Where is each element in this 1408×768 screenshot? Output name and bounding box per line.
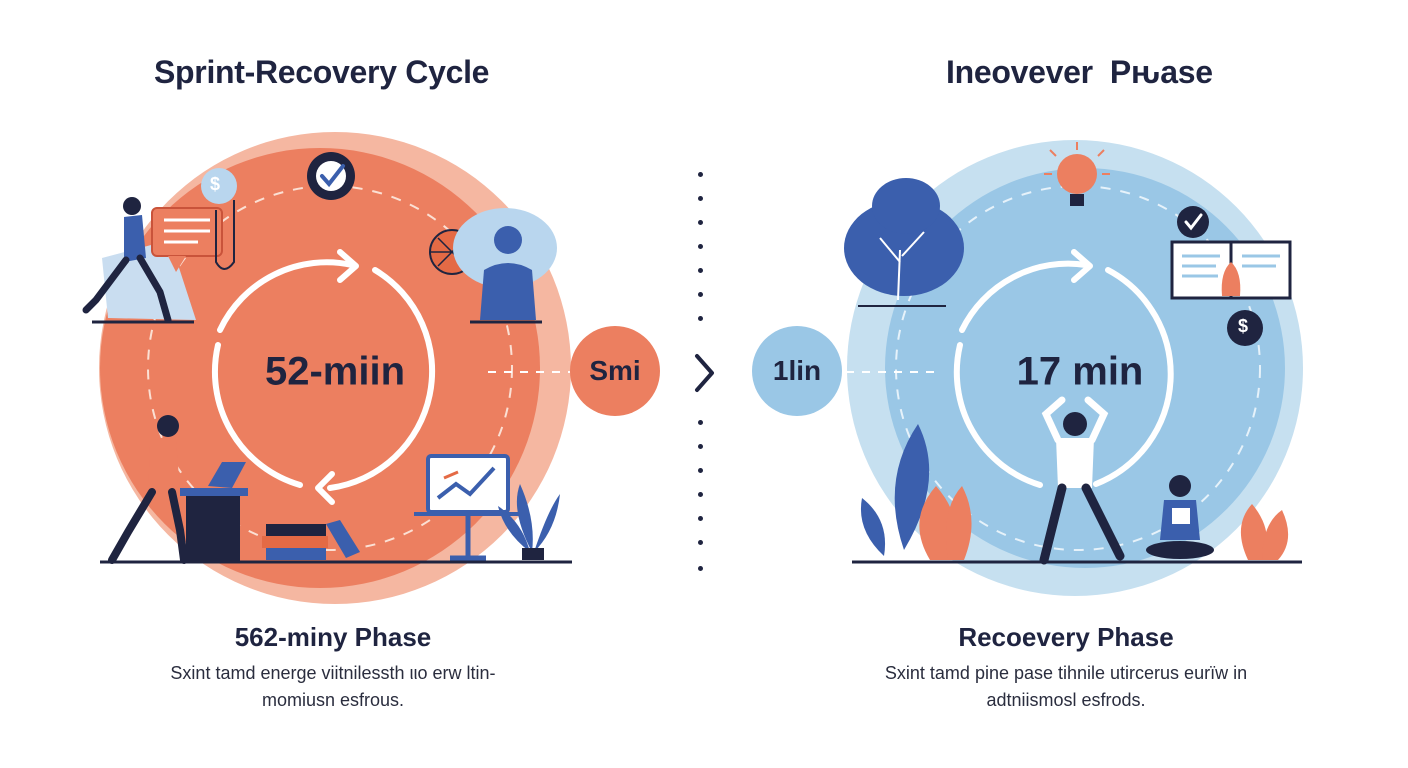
left-bubble-label: Smi bbox=[589, 355, 641, 386]
divider-dot bbox=[698, 292, 703, 297]
divider-dot bbox=[698, 566, 703, 571]
right-phase-description: Sxint tamd pine pase tihnile utircerus e… bbox=[846, 660, 1286, 714]
right-center-value: 17 min bbox=[1016, 349, 1144, 394]
right-title: Ineovever Pԋase bbox=[946, 54, 1213, 90]
left-arrowhead-bottom bbox=[315, 471, 335, 505]
divider-dot bbox=[698, 468, 703, 473]
left-phase-description: Sxint tamd energe viitnilessth ιιo erw l… bbox=[123, 660, 543, 714]
right-desc-line-2: adtniismosl esfrods. bbox=[986, 690, 1146, 710]
books-icon bbox=[262, 520, 360, 560]
chat-bubble-icon bbox=[151, 200, 235, 272]
bush-icon-right bbox=[1240, 504, 1289, 560]
divider-dot bbox=[698, 420, 703, 425]
divider-dot bbox=[698, 172, 703, 177]
divider-dot bbox=[698, 196, 703, 201]
divider-dot bbox=[698, 316, 703, 321]
left-phase-title: 562-miny Phase bbox=[234, 622, 432, 652]
check-circle-icon bbox=[1177, 206, 1209, 238]
bush-icon-blue bbox=[860, 424, 930, 556]
thinking-person-icon bbox=[453, 208, 557, 324]
divider-dot bbox=[698, 268, 703, 273]
left-desc-line-2: momiusn esfrous. bbox=[261, 690, 405, 710]
divider-dot bbox=[698, 540, 703, 545]
divider-dot bbox=[698, 220, 703, 225]
lightbulb-icon bbox=[1044, 142, 1110, 206]
dollar-sign-left: $ bbox=[210, 174, 221, 194]
left-cycle-arc-left bbox=[211, 342, 303, 488]
left-cycle-arc-right bbox=[327, 267, 436, 491]
right-dashed-orbit bbox=[895, 185, 1261, 551]
dollar-badge-icon bbox=[1227, 310, 1263, 346]
dollar-sign-right: $ bbox=[1238, 316, 1249, 336]
plant-icon bbox=[498, 484, 560, 560]
right-cycle-arc-left bbox=[953, 342, 1043, 488]
stretching-person-icon bbox=[1039, 396, 1125, 565]
divider-dot bbox=[698, 492, 703, 497]
reading-person-icon bbox=[1146, 475, 1214, 559]
right-duration-bubble: 1lin bbox=[752, 326, 842, 416]
tree-icon bbox=[844, 178, 964, 307]
left-duration-bubble: Smi bbox=[570, 326, 660, 416]
right-arrowhead-top bbox=[1071, 249, 1093, 283]
right-desc-line-1: Sxint tamd pine pase tihnile utircerus e… bbox=[884, 663, 1248, 683]
right-bubble-label: 1lin bbox=[772, 355, 822, 386]
left-arrowhead-top bbox=[337, 249, 359, 283]
dollar-coin-icon bbox=[201, 168, 237, 204]
divider-dot bbox=[698, 516, 703, 521]
left-center-value: 52-miin bbox=[264, 349, 406, 394]
open-book-icon bbox=[1170, 240, 1292, 300]
divider-dot bbox=[698, 244, 703, 249]
right-cycle-arc-top bbox=[959, 260, 1089, 333]
laptop-worker-icon bbox=[108, 415, 248, 564]
left-title: Sprint-Recovery Cycle bbox=[154, 54, 490, 90]
divider-dot bbox=[698, 444, 703, 449]
left-dashed-orbit bbox=[147, 185, 513, 551]
chevron-right-icon bbox=[695, 354, 714, 392]
left-cycle-arc-top bbox=[217, 259, 355, 333]
right-phase-title: Recoevery Phase bbox=[958, 622, 1174, 652]
right-cycle-arc-right bbox=[1093, 267, 1174, 487]
left-desc-line-1: Sxint tamd energe viitnilessth ιιo erw l… bbox=[170, 663, 496, 683]
bush-icon-orange bbox=[919, 486, 972, 560]
check-badge-icon bbox=[307, 152, 355, 200]
